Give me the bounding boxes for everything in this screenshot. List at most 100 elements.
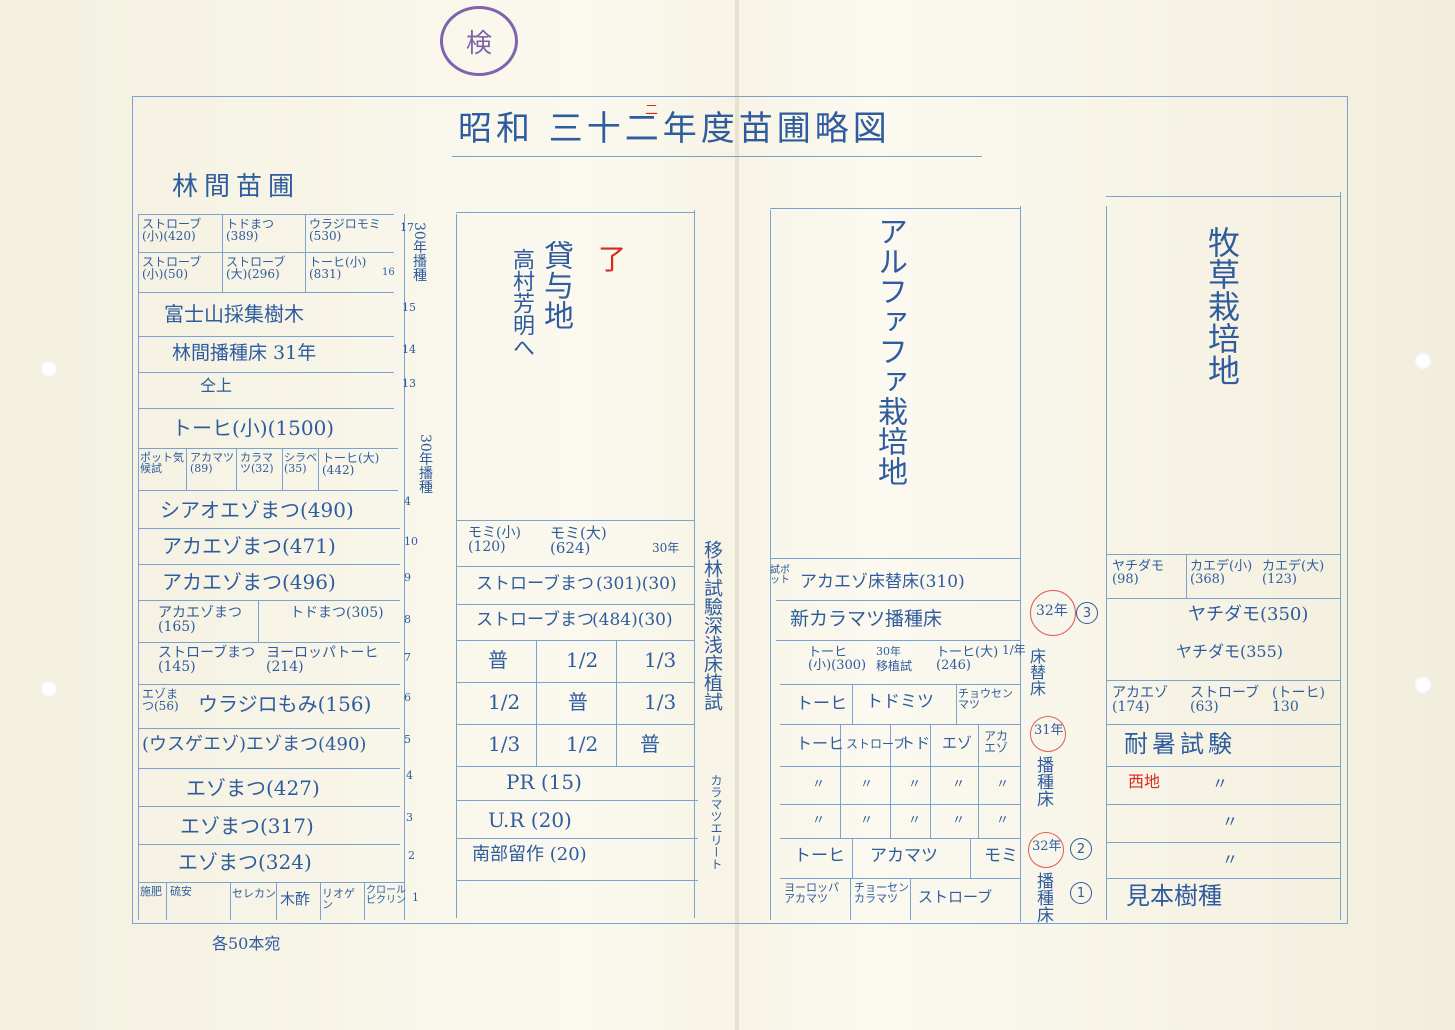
col3-grid: トドミツ xyxy=(866,692,934,712)
grid-cell: 普 xyxy=(488,648,508,672)
row-number: 3 xyxy=(406,811,413,824)
left-row-cell: シラベ(35) xyxy=(284,451,317,475)
col2-side: 移林試驗深浅床植試 xyxy=(701,540,723,711)
col2-ur: U.R (20) xyxy=(488,808,572,832)
col3-grid: アカエゾ xyxy=(984,729,1009,755)
row-number: 1 xyxy=(412,891,419,904)
col3-grid: エゾ xyxy=(942,734,973,752)
col3-side: 播種床 xyxy=(1033,872,1053,923)
col3-grid: トド xyxy=(900,734,931,752)
col3-row: 新カラマツ播種床 xyxy=(790,608,943,630)
left-row-cell: ストローブまつ(145) xyxy=(158,645,256,675)
col2-border xyxy=(694,210,695,918)
left-row-cell: カラマツ(32) xyxy=(240,451,274,475)
col4-cell: ストローブ(63) xyxy=(1190,685,1260,715)
col4-cell: カエデ(大)(123) xyxy=(1262,559,1325,587)
left-row-cell: 施肥 xyxy=(140,885,162,898)
grid-cell: 普 xyxy=(568,690,588,714)
left-row-cell: エゾまつ(317) xyxy=(180,814,314,838)
col3-grid: モミ xyxy=(984,846,1018,866)
circled-number: 2 xyxy=(1070,838,1092,860)
left-row-cell: エゾまつ(56) xyxy=(142,687,179,713)
col4-border xyxy=(1106,206,1107,920)
col2-row: ストローブまつ xyxy=(476,610,594,630)
col2-pr: PR (15) xyxy=(506,770,582,794)
col4-cell: ヤチダモ(355) xyxy=(1176,642,1284,661)
col4-border xyxy=(1340,192,1341,920)
col3-row: トーヒ(大)(246) xyxy=(936,645,999,673)
grid-cell: 1/3 xyxy=(488,732,521,756)
title-correction: 二 xyxy=(645,103,659,118)
red-mark: 了 xyxy=(598,243,627,276)
ditto: 〃 xyxy=(908,813,922,828)
left-row-cell: トーヒ(小)(1500) xyxy=(172,416,335,440)
left-row-cell: (ウスゲエゾ)エゾまつ(490) xyxy=(142,734,367,755)
col3-side: 32年 xyxy=(1032,839,1062,854)
col3-grid: トーヒ xyxy=(796,734,845,753)
ditto: 〃 xyxy=(952,777,966,792)
ditto: 〃 xyxy=(996,777,1010,792)
left-footer: 各50本宛 xyxy=(212,934,281,953)
left-row-cell: 硫安 xyxy=(170,885,192,898)
center-fold xyxy=(735,0,739,1030)
left-row-cell: 富士山採集樹木 xyxy=(164,302,304,326)
left-row-cell: ウラジロもみ(156) xyxy=(198,692,372,716)
row-number: 15 xyxy=(402,301,416,314)
left-row-cell: トーヒ(小)(831) xyxy=(309,255,367,281)
red-circle xyxy=(1028,832,1064,868)
ditto: 〃 xyxy=(860,777,874,792)
left-row-cell: トドまつ(389) xyxy=(226,217,275,243)
ditto: 〃 xyxy=(812,777,826,792)
red-circle xyxy=(1030,716,1066,752)
col3-grid: ヨーロッパアカマツ xyxy=(784,881,839,905)
left-col-border xyxy=(404,214,405,920)
title-underline xyxy=(452,156,982,157)
row-number: 8 xyxy=(404,613,411,626)
col3-border xyxy=(770,210,771,920)
grid-cell: 1/2 xyxy=(566,648,599,672)
col4-cell: アカエゾ(174) xyxy=(1112,685,1168,715)
row-number: 14 xyxy=(402,343,416,356)
left-row-cell: アカマツ(89) xyxy=(190,451,234,475)
col3-grid: トーヒ xyxy=(796,694,847,714)
col3-grid: ストローブ xyxy=(918,888,993,906)
ditto: 〃 xyxy=(812,813,826,828)
red-circle xyxy=(1030,590,1076,636)
col2-row: (484)(30) xyxy=(592,610,673,630)
col2-label: 高村芳明へ xyxy=(509,248,534,358)
ditto: 〃 xyxy=(1212,774,1229,793)
col3-side: 31年 xyxy=(1034,723,1064,738)
left-row-cell: アカエゾまつ(165) xyxy=(158,605,242,635)
col4-cell: ヤチダモ(98) xyxy=(1112,559,1165,587)
outer-frame xyxy=(132,96,1348,924)
col3-grid: トーヒ xyxy=(794,846,845,866)
ditto: 〃 xyxy=(1222,812,1239,831)
col2-row: (301)(30) xyxy=(596,574,677,594)
row-number: 2 xyxy=(408,849,415,862)
row-number: 17 xyxy=(400,221,414,234)
left-row-cell: リオゲン xyxy=(322,887,355,911)
grid-cell: 1/3 xyxy=(644,690,677,714)
col2-side: カラマツエリート xyxy=(709,774,723,870)
row-number: 10 xyxy=(404,535,418,548)
punch-hole xyxy=(40,680,58,698)
col2-row: ストローブまつ xyxy=(476,574,594,594)
side-note: 30年播種 xyxy=(417,434,433,494)
left-row-cell: ストローブ(小)(50) xyxy=(142,255,202,281)
col3-row: トーヒ(小)(300) xyxy=(808,645,867,673)
row-number: 9 xyxy=(404,571,411,584)
col3-side: 床替床 xyxy=(1027,648,1046,696)
left-row-cell: セレカン xyxy=(232,887,276,900)
grid-cell: 1/2 xyxy=(488,690,521,714)
grid-cell: 1/3 xyxy=(644,648,677,672)
col3-grid: チョーセンカラマツ xyxy=(854,881,909,905)
col4-cell: (トーヒ) 130 xyxy=(1272,685,1325,715)
left-row-cell: 林間播種床 31年 xyxy=(172,342,317,364)
col4-cell: カエデ(小)(368) xyxy=(1190,559,1253,587)
side-note: 30年播種 xyxy=(411,222,427,282)
col3-side: 32年 xyxy=(1036,603,1068,619)
col2-row: モミ(大)(624) xyxy=(550,524,607,557)
col4-label: 牧草栽培地 xyxy=(1203,226,1241,386)
left-row-cell: ストローブ(大)(296) xyxy=(226,255,286,281)
